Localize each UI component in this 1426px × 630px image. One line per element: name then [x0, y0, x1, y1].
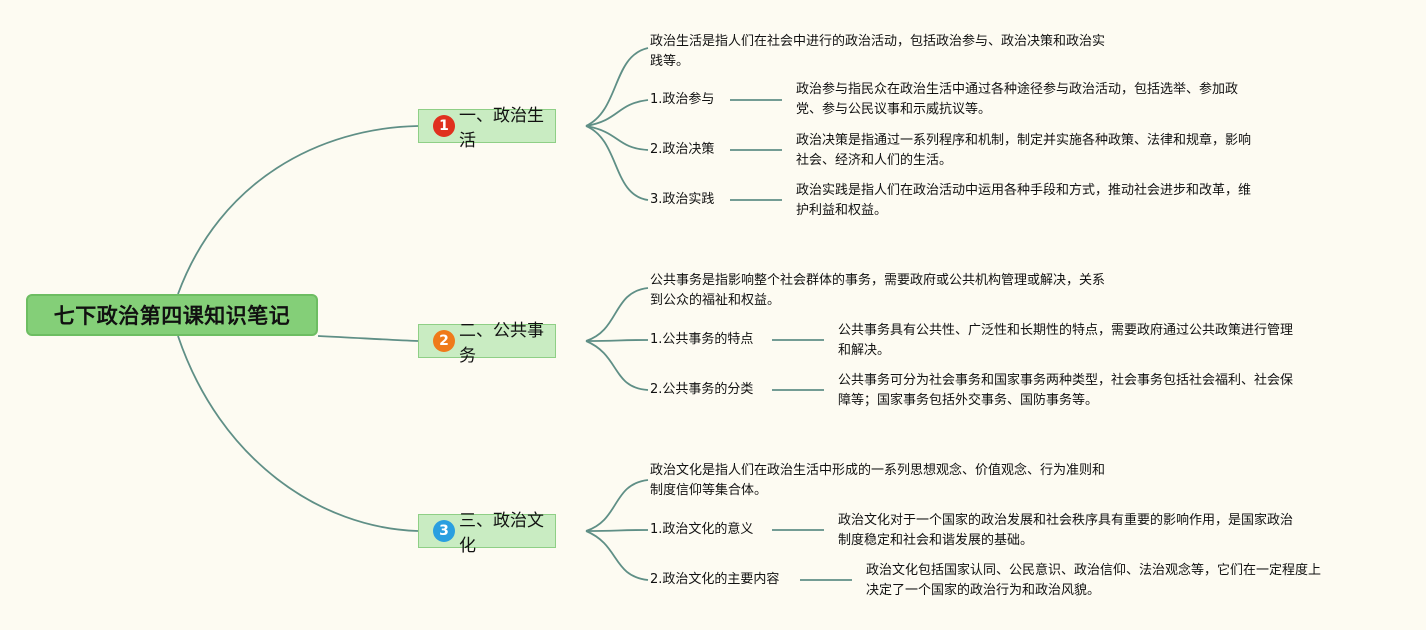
number-badge-2: 2: [433, 330, 455, 352]
connector-b1-sub1: [585, 99, 649, 127]
sub-node-title[interactable]: 1.公共事务的特点: [650, 332, 754, 347]
connector-b1-intro: [585, 47, 649, 127]
root-node[interactable]: 七下政治第四课知识笔记: [26, 294, 318, 336]
sub-node-description: 政治决策是指通过一系列程序和机制，制定并实施各种政策、法律和规章，影响社会、经济…: [796, 133, 1252, 168]
sub-node-title[interactable]: 2.公共事务的分类: [650, 382, 754, 397]
branch-title: 三、政治文化: [459, 511, 544, 556]
connector-b2-intro: [585, 287, 649, 342]
sub-node-title[interactable]: 2.政治决策: [650, 142, 715, 157]
connector-root-branch-3: [177, 335, 419, 532]
connector-root-branch-1: [177, 125, 419, 295]
sub-node-description: 政治文化对于一个国家的政治发展和社会秩序具有重要的影响作用，是国家政治制度稳定和…: [838, 513, 1294, 548]
branch-intro: 政治文化是指人们在政治生活中形成的一系列思想观念、价值观念、行为准则和制度信仰等…: [650, 463, 1106, 498]
sub-node-title[interactable]: 2.政治文化的主要内容: [650, 572, 780, 587]
number-badge-3: 3: [433, 520, 455, 542]
branch-intro: 公共事务是指影响整个社会群体的事务，需要政府或公共机构管理或解决，关系到公众的福…: [650, 273, 1106, 308]
branch-node-political-culture[interactable]: 3 三、政治文化: [418, 511, 556, 556]
sub-node-description: 公共事务具有公共性、广泛性和长期性的特点，需要政府通过公共政策进行管理和解决。: [838, 323, 1294, 358]
connector-b3-sub2: [585, 530, 649, 581]
connector-root-branch-2: [317, 335, 419, 342]
number-badge-1: 1: [433, 115, 455, 137]
sub-node-description: 政治参与指民众在政治生活中通过各种途径参与政治活动，包括选举、参加政党、参与公民…: [796, 82, 1239, 117]
sub-node-description: 政治文化包括国家认同、公民意识、政治信仰、法治观念等，它们在一定程度上决定了一个…: [866, 563, 1322, 598]
branch-title: 一、政治生活: [459, 106, 544, 151]
connector-b1-sub2: [585, 125, 649, 151]
connector-b1-sub3: [585, 125, 649, 201]
connector-b2-sub2: [585, 340, 649, 391]
root-title: 七下政治第四课知识笔记: [53, 304, 291, 328]
connector-b2-sub1: [585, 339, 649, 342]
sub-node-title[interactable]: 3.政治实践: [650, 192, 715, 207]
branch-title: 二、公共事务: [459, 321, 544, 366]
branch-intro: 政治生活是指人们在社会中进行的政治活动，包括政治参与、政治决策和政治实践等。: [650, 34, 1106, 69]
connector-b3-intro: [585, 479, 649, 532]
sub-node-description: 公共事务可分为社会事务和国家事务两种类型，社会事务包括社会福利、社会保障等；国家…: [838, 373, 1294, 408]
sub-node-title[interactable]: 1.政治参与: [650, 92, 715, 107]
sub-node-title[interactable]: 1.政治文化的意义: [650, 522, 754, 537]
sub-node-description: 政治实践是指人们在政治活动中运用各种手段和方式，推动社会进步和改革，维护利益和权…: [796, 183, 1252, 218]
branch-node-politics-life[interactable]: 1 一、政治生活: [418, 106, 556, 151]
branch-node-public-affairs[interactable]: 2 二、公共事务: [418, 321, 556, 366]
connector-b3-sub1: [585, 529, 649, 532]
